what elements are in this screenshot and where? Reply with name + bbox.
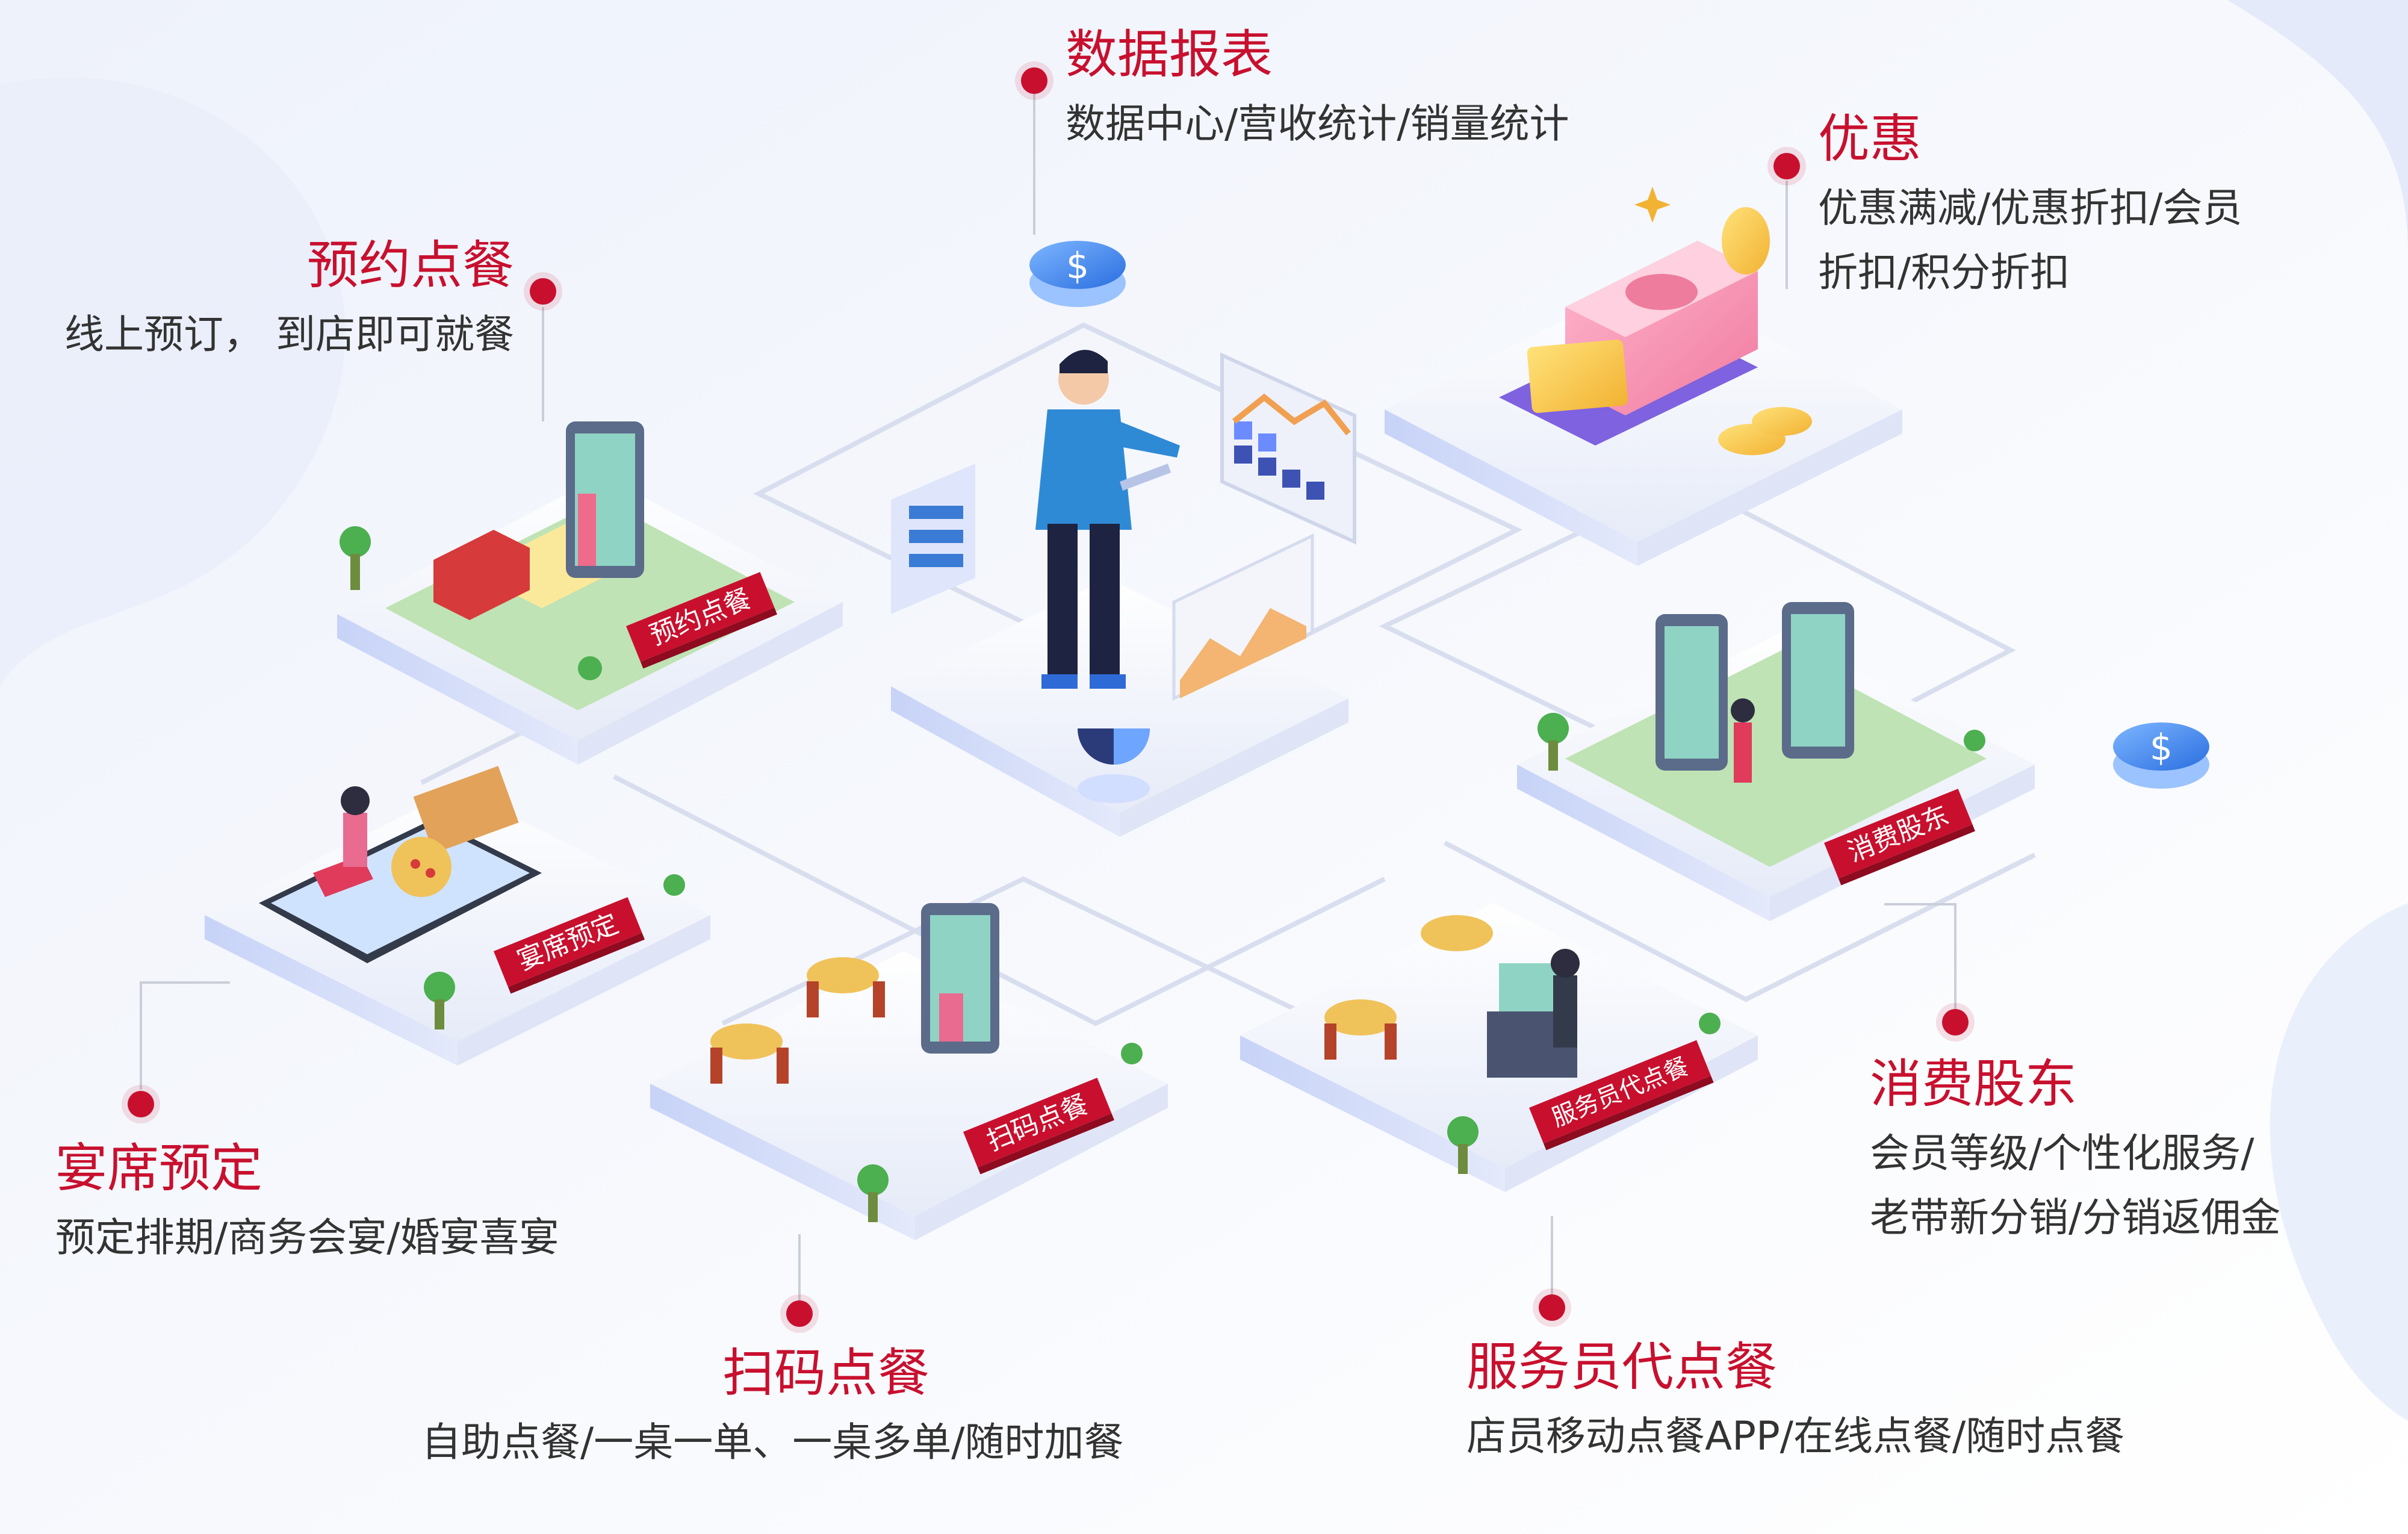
marker-dot (128, 1091, 154, 1117)
coin-symbol: $ (1066, 245, 1089, 287)
marker-dot (530, 278, 556, 305)
feature-title: 预约点餐 (307, 235, 514, 296)
feature-title: 数据报表 (1066, 25, 1273, 85)
marker-dot (1539, 1294, 1565, 1321)
platform-scan-order (650, 903, 1168, 1240)
leader-line (140, 981, 230, 984)
platform-banquet (205, 766, 710, 1066)
leader-line (1786, 181, 1788, 289)
feature-desc: 数据中心/营收统计/销量统计 (1066, 101, 1569, 148)
feature-desc: 预定排期/商务会宴/婚宴喜宴 (55, 1214, 559, 1261)
feature-desc: 自助点餐/一桌一单、一桌多单/随时加餐 (421, 1419, 1124, 1466)
platform-shareholder (1517, 602, 2035, 921)
feature-title: 服务员代点餐 (1466, 1337, 1777, 1397)
feature-shareholder: 消费股东 会员等级/个性化服务/老带新分销/分销返佣金 (1870, 1054, 2280, 1250)
coin-icon: $ (1029, 241, 1126, 307)
marker-dot (1942, 1009, 1969, 1036)
platform-data-report (891, 350, 1356, 837)
coin-icon: $ (2113, 722, 2209, 789)
feature-desc: 会员等级/个性化服务/老带新分销/分销返佣金 (1870, 1130, 2281, 1241)
feature-data-report: 数据报表 数据中心/营收统计/销量统计 (1066, 24, 1569, 157)
leader-line (140, 981, 142, 1090)
marker-dot (1021, 67, 1047, 94)
marker-dot (786, 1300, 813, 1327)
coin-symbol: $ (2150, 727, 2173, 769)
feature-title: 优惠 (1818, 109, 1922, 169)
platform-reserve-order (337, 421, 843, 765)
leader-line (1954, 903, 1956, 1011)
platform-discount (1385, 187, 1902, 566)
feature-desc: 优惠满减/优惠折扣/会员折扣/积分折扣 (1818, 185, 2242, 296)
feature-discount: 优惠 优惠满减/优惠折扣/会员折扣/积分折扣 (1818, 108, 2242, 305)
feature-desc: 线上预订， 到店即可就餐 (64, 311, 514, 358)
feature-waiter-order: 服务员代点餐 店员移动点餐APP/在线点餐/随时点餐 (1466, 1337, 2124, 1469)
leader-line (1551, 1216, 1553, 1300)
leader-line (798, 1234, 801, 1306)
feature-title: 消费股东 (1870, 1054, 2077, 1114)
feature-title: 扫码点餐 (722, 1343, 929, 1403)
feature-scan-order: 扫码点餐 自助点餐/一桌一单、一桌多单/随时加餐 (421, 1343, 1123, 1475)
marker-dot (1773, 153, 1800, 179)
leader-line (542, 307, 544, 421)
leader-line (1884, 903, 1956, 905)
feature-banquet: 宴席预定 预定排期/商务会宴/婚宴喜宴 (55, 1138, 559, 1270)
feature-desc: 店员移动点餐APP/在线点餐/随时点餐 (1466, 1413, 2125, 1460)
leader-line (1033, 84, 1035, 235)
feature-reserve-order: 预约点餐 线上预订， 到店即可就餐 (64, 235, 514, 367)
feature-title: 宴席预定 (55, 1138, 262, 1199)
